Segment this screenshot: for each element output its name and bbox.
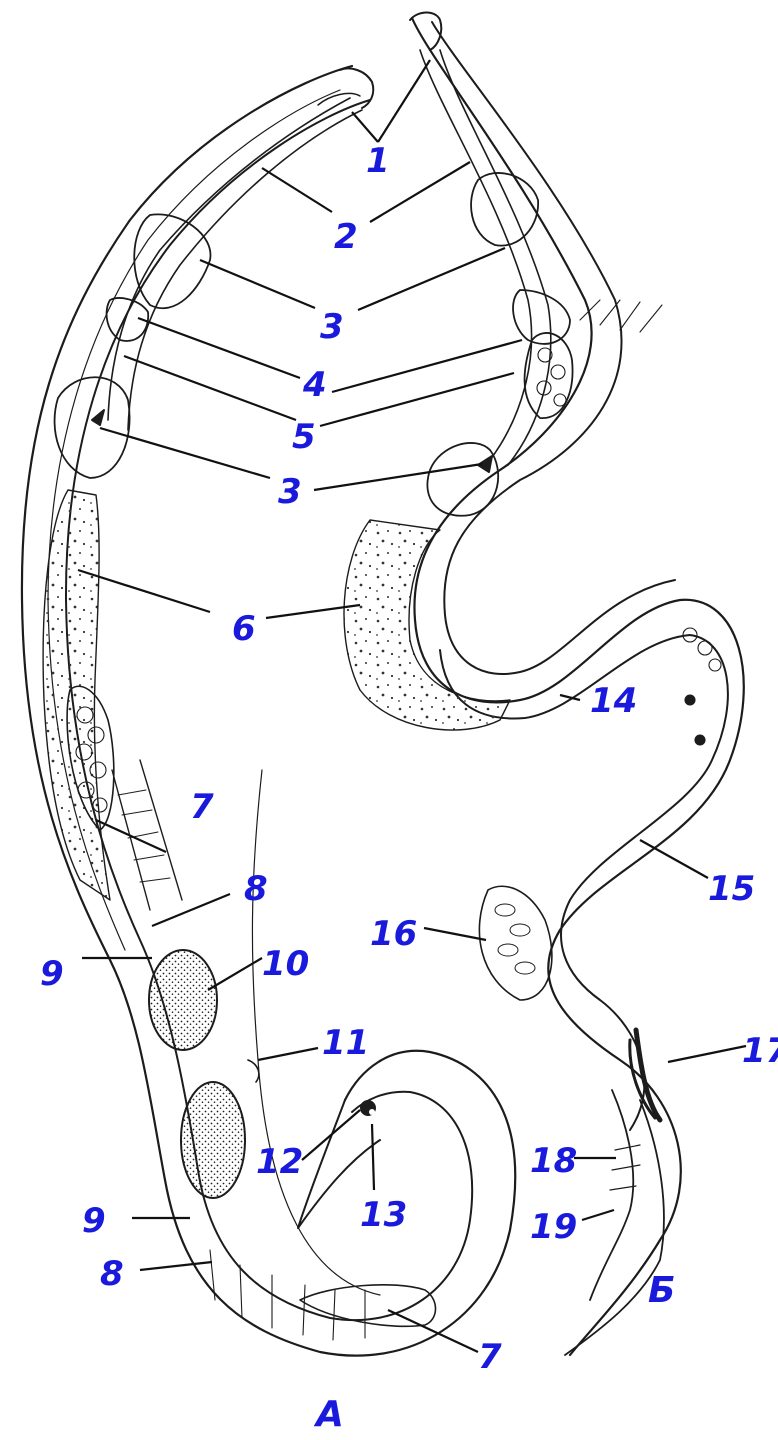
panel-label-b: Б (648, 1270, 675, 1311)
label-4: 4 (302, 365, 327, 405)
label-3-upper: 3 (320, 307, 344, 347)
label-6: 6 (232, 609, 256, 649)
part-labels: 1 2 3 4 5 3 6 7 8 9 10 11 12 13 9 8 7 14… (40, 141, 778, 1435)
label-8-upper: 8 (244, 869, 268, 909)
label-13: 13 (360, 1195, 407, 1235)
label-7-upper: 7 (190, 787, 214, 827)
label-12: 12 (256, 1142, 303, 1182)
label-10: 10 (262, 944, 309, 984)
label-9-lower: 9 (82, 1201, 106, 1241)
panel-label-a: А (313, 1394, 344, 1435)
label-17: 17 (742, 1031, 778, 1071)
label-9-upper: 9 (40, 954, 64, 994)
label-3-lower: 3 (278, 472, 302, 512)
label-11: 11 (322, 1023, 369, 1063)
label-18: 18 (530, 1141, 577, 1181)
label-5: 5 (292, 417, 316, 457)
label-2: 2 (334, 217, 358, 257)
label-8-lower: 8 (100, 1254, 124, 1294)
label-7-lower: 7 (478, 1337, 502, 1377)
label-1: 1 (366, 141, 390, 181)
label-15: 15 (708, 869, 755, 909)
label-14: 14 (590, 681, 637, 721)
label-16: 16 (370, 914, 417, 954)
label-19: 19 (530, 1207, 577, 1247)
